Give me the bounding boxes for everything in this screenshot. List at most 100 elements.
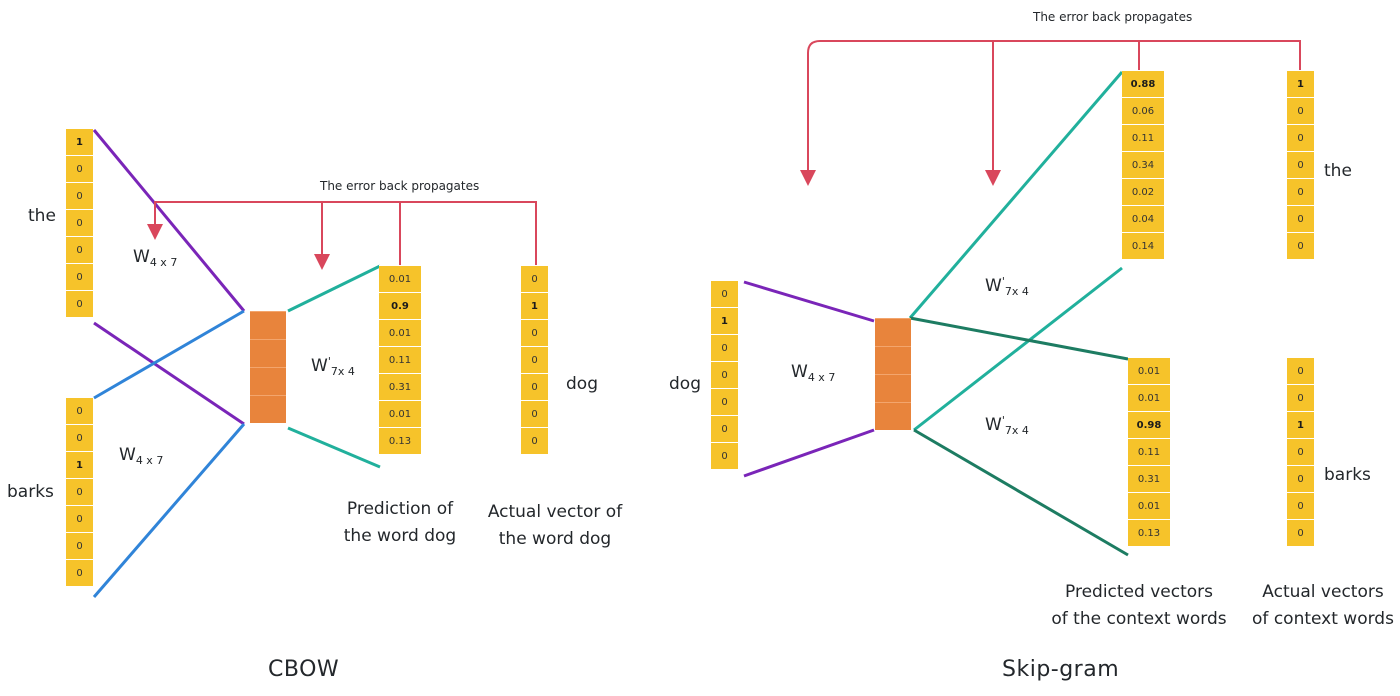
vector-cell: 0.01 [1128, 384, 1170, 411]
vector-cell: 0 [66, 290, 93, 317]
vector-cell: 0 [66, 155, 93, 182]
cbow-word-barks: barks [7, 482, 54, 502]
cbow-word-dog: dog [566, 374, 598, 394]
sg-hidden-layer [875, 318, 911, 430]
vector-cell: 0 [1287, 438, 1314, 465]
cbow-hidden-to-pred-bottom [287, 426, 381, 469]
vector-cell: 0 [521, 373, 548, 400]
hidden-unit [250, 367, 286, 395]
vector-cell: 0 [1287, 97, 1314, 124]
cbow-error-path [147, 201, 537, 265]
vector-cell: 0 [521, 346, 548, 373]
vector-cell: 1 [521, 292, 548, 319]
vector-cell: 0 [66, 209, 93, 236]
vector-cell: 0 [711, 388, 738, 415]
cbow-barks-to-hidden-top [93, 309, 245, 400]
vector-cell: 0 [521, 319, 548, 346]
vector-cell: 0.01 [1128, 492, 1170, 519]
vector-cell: 0 [66, 505, 93, 532]
vector-cell: 0 [66, 478, 93, 505]
vector-cell: 0.01 [1128, 357, 1170, 384]
vector-cell: 0 [66, 182, 93, 209]
vector-cell: 0.01 [379, 400, 421, 427]
sg-word-barks: barks [1324, 465, 1371, 485]
vector-cell: 0.01 [379, 319, 421, 346]
vector-cell: 0 [521, 265, 548, 292]
vector-cell: 0 [1287, 357, 1314, 384]
cbow-weight-lower-label: W4 x 7 [119, 445, 164, 467]
cbow-the-to-hidden-bottom [93, 321, 245, 426]
vector-cell: 0.9 [379, 292, 421, 319]
sg-dog-to-hidden-top [743, 280, 875, 323]
vector-cell: 0 [521, 400, 548, 427]
vector-cell: 0 [1287, 205, 1314, 232]
cbow-error-label: The error back propagates [320, 179, 480, 193]
cbow-title: CBOW [268, 657, 340, 682]
sg-word-dog: dog [669, 374, 701, 394]
vector-cell: 0.06 [1122, 97, 1164, 124]
sg-hidden-to-lower-top [909, 316, 1129, 361]
vector-cell: 0 [66, 424, 93, 451]
vector-cell: 0.13 [379, 427, 421, 454]
vector-cell: 0.04 [1122, 205, 1164, 232]
vector-cell: 0 [1287, 492, 1314, 519]
vector-cell: 0.01 [379, 265, 421, 292]
vector-cell: 0 [1287, 465, 1314, 492]
vector-cell: 0 [711, 442, 738, 469]
vector-cell: 1 [66, 128, 93, 155]
sg-dog-to-hidden-bottom [743, 428, 875, 478]
vector-cell: 1 [1287, 70, 1314, 97]
vector-cell: 0.11 [1128, 438, 1170, 465]
vector-cell: 0.11 [379, 346, 421, 373]
sg-weight-out-lower-label: W'7x 4 [985, 414, 1029, 437]
vector-cell: 0.11 [1122, 124, 1164, 151]
cbow-barks-to-hidden-bottom [92, 423, 246, 598]
vector-cell: 0 [711, 415, 738, 442]
vector-cell: 0 [66, 263, 93, 290]
vector-cell: 0.14 [1122, 232, 1164, 259]
sg-error-path [800, 40, 1301, 186]
vector-cell: 0 [1287, 384, 1314, 411]
sg-error-label: The error back propagates [1033, 10, 1193, 24]
sg-weight-in-label: W4 x 7 [791, 362, 836, 384]
vector-cell: 0 [66, 532, 93, 559]
vector-cell: 1 [1287, 411, 1314, 438]
vector-cell: 1 [66, 451, 93, 478]
cbow-the-to-hidden-top [92, 129, 246, 312]
cbow-weight-upper-label: W4 x 7 [133, 247, 178, 269]
vector-cell: 0 [1287, 124, 1314, 151]
vector-cell: 0.34 [1122, 151, 1164, 178]
vector-cell: 0 [1287, 178, 1314, 205]
vector-cell: 0 [711, 334, 738, 361]
cbow-hidden-to-pred-top [287, 264, 381, 313]
vector-cell: 0 [66, 559, 93, 586]
vector-cell: 0 [1287, 232, 1314, 259]
sg-title: Skip-gram [1002, 657, 1120, 682]
sg-word-the: the [1324, 161, 1352, 181]
vector-cell: 0 [1287, 151, 1314, 178]
vector-cell: 0.02 [1122, 178, 1164, 205]
vector-cell: 0 [66, 236, 93, 263]
cbow-hidden-layer [250, 311, 286, 423]
vector-cell: 0 [711, 280, 738, 307]
hidden-unit [875, 346, 911, 374]
hidden-unit [875, 402, 911, 430]
hidden-unit [875, 318, 911, 346]
vector-cell: 0 [711, 361, 738, 388]
hidden-unit [250, 311, 286, 339]
sg-hidden-to-upper-bottom [913, 266, 1123, 432]
vector-cell: 0 [521, 427, 548, 454]
cbow-word-the: the [28, 206, 56, 226]
